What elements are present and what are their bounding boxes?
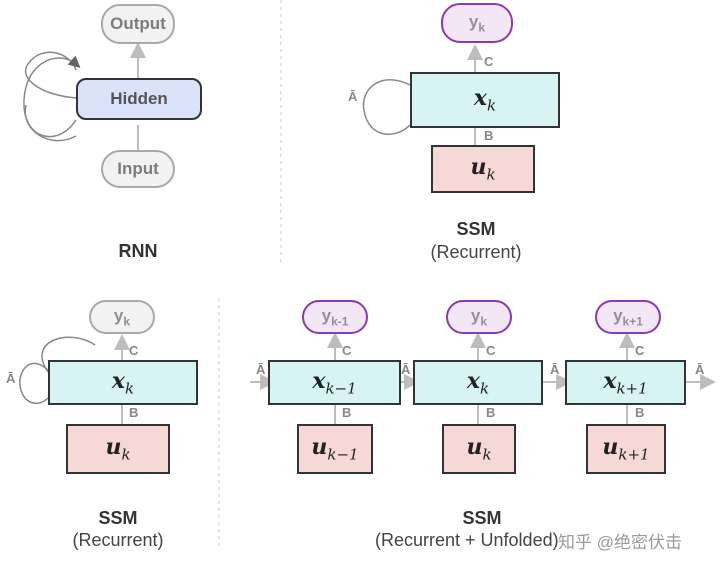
unfold-b-label-2: B	[635, 405, 645, 420]
unfold-x-node-1: xk	[413, 360, 543, 405]
unfold-x-label-2: xk+1	[603, 367, 648, 398]
unfold-u-label-2: uk+1	[602, 434, 650, 464]
ssm-bl-y-label: yk	[113, 305, 131, 329]
rnn-output-label: Output	[110, 14, 166, 33]
ssm-top-y-label: yk	[468, 11, 486, 35]
ssm-top-a-label: Ā	[348, 89, 358, 104]
unfold-x-label-1: xk	[466, 367, 490, 398]
ssm-top-self-loop	[362, 79, 411, 135]
ssm-bl-u-node: uk	[66, 424, 170, 474]
unfold-u-label-1: uk	[466, 434, 492, 464]
unfold-a-label-2: Ā	[550, 362, 560, 377]
ssm-top-b-label: B	[484, 128, 494, 143]
ssm-top-caption: SSM	[456, 219, 496, 239]
unfold-x-node-2: xk+1	[565, 360, 686, 405]
unfold-subcaption: (Recurrent + Unfolded)	[375, 530, 559, 550]
ssm-bl-subcaption: (Recurrent)	[72, 530, 164, 550]
ssm-bl-c-label: C	[129, 343, 139, 358]
ssm-bl-b-label: B	[129, 405, 139, 420]
unfold-b-label-0: B	[342, 405, 352, 420]
watermark-text: 知乎 @绝密伏击	[558, 533, 682, 552]
unfold-a-label-0: Ā	[256, 362, 266, 377]
ssm-top-subcaption: (Recurrent)	[430, 242, 522, 262]
unfold-x-node-0: xk−1	[268, 360, 401, 405]
rnn-input-label: Input	[117, 159, 159, 178]
unfold-u-label-0: uk−1	[311, 434, 359, 464]
unfold-a-label-1: Ā	[401, 362, 411, 377]
rnn-hidden-node: Hidden	[76, 78, 202, 120]
ssm-bl-x-node: xk	[48, 360, 198, 405]
ssm-bl-a-label: Ā	[6, 371, 16, 386]
ssm-bl-x-label: xk	[111, 367, 135, 398]
ssm-top-u-node: uk	[431, 145, 535, 193]
ssm-bl-u-label: uk	[105, 434, 131, 464]
rnn-self-loop	[24, 51, 77, 142]
ssm-bl-y-node: yk	[89, 300, 155, 334]
unfold-x-label-0: xk−1	[312, 367, 357, 398]
unfold-u-node-1: uk	[442, 424, 516, 474]
rnn-output-node: Output	[101, 4, 175, 44]
unfold-a-label-3: Ā	[695, 362, 705, 377]
ssm-top-x-label: xk	[473, 85, 497, 115]
unfold-b-label-1: B	[486, 405, 496, 420]
unfold-c-label-2: C	[635, 343, 645, 358]
unfold-caption: SSM	[462, 508, 502, 528]
ssm-bl-caption: SSM	[98, 508, 138, 528]
rnn-hidden-label: Hidden	[110, 89, 168, 108]
unfold-u-node-0: uk−1	[297, 424, 373, 474]
unfold-y-node-1: yk	[446, 300, 512, 334]
ssm-top-x-node: xk	[410, 72, 560, 128]
unfold-c-label-1: C	[486, 343, 496, 358]
ssm-bl-self-loop	[19, 362, 49, 405]
unfold-y-label-1: yk	[470, 305, 488, 329]
unfold-u-node-2: uk+1	[586, 424, 666, 474]
rnn-input-node: Input	[101, 150, 175, 188]
ssm-top-u-label: uk	[470, 154, 496, 184]
ssm-top-c-label: C	[484, 54, 494, 69]
ssm-top-y-node: yk	[441, 3, 513, 43]
unfold-y-label-0: yk-1	[321, 305, 349, 329]
unfold-y-label-2: yk+1	[613, 305, 643, 329]
unfold-y-node-2: yk+1	[595, 300, 661, 334]
unfold-c-label-0: C	[342, 343, 352, 358]
rnn-caption: RNN	[118, 241, 158, 261]
unfold-y-node-0: yk-1	[302, 300, 368, 334]
